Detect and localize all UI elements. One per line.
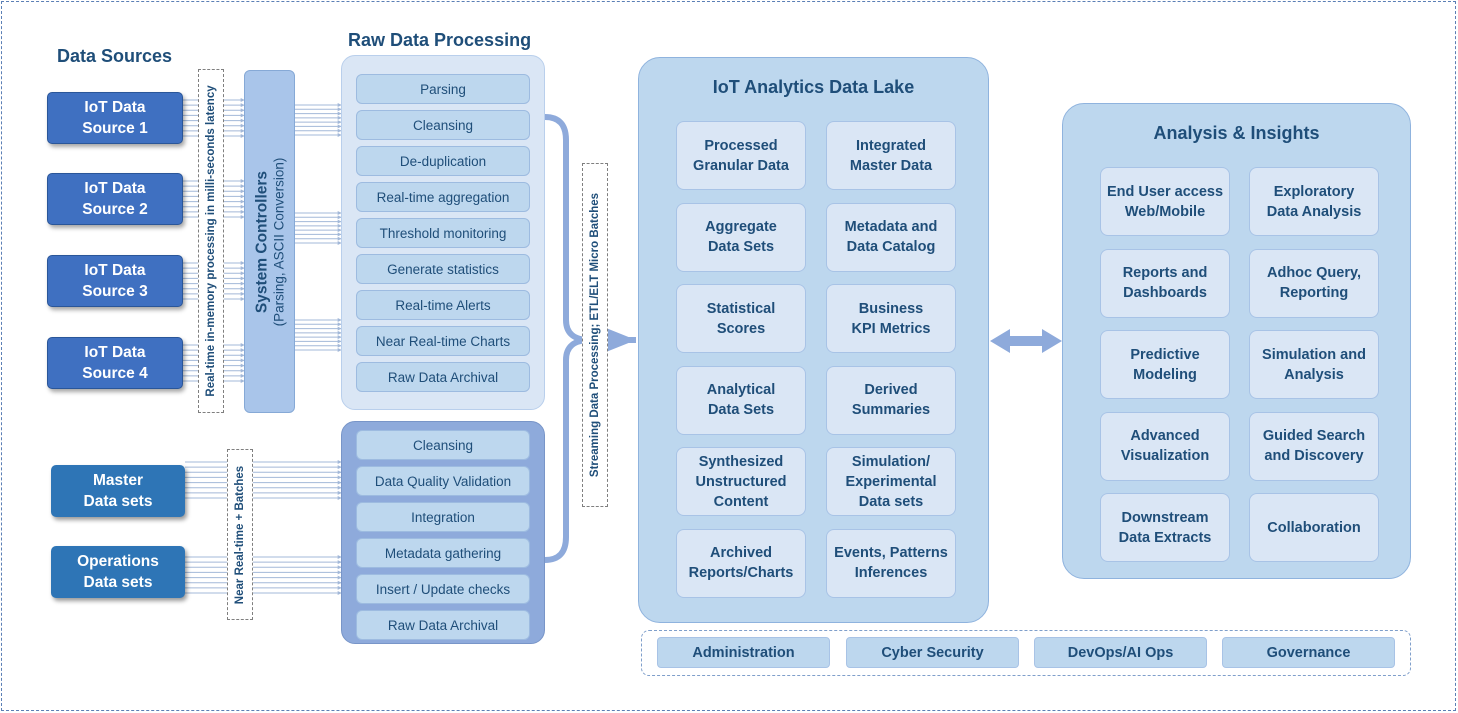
insight-item-card: Reports and Dashboards <box>1100 248 1230 318</box>
lake-insights-double-arrow <box>990 329 1062 353</box>
system-controllers: System Controllers (Parsing, ASCII Conve… <box>244 70 295 413</box>
raw-processing-step: Parsing <box>356 74 530 104</box>
iot-source-4-label: IoT Data Source 4 <box>82 344 148 382</box>
stream-arrow-head <box>606 328 636 352</box>
raw-processing-step: Raw Data Archival <box>356 362 530 392</box>
lake-item-card: Integrated Master Data <box>826 121 956 190</box>
raw-processing-heading: Raw Data Processing <box>348 30 532 50</box>
insight-item-card: Guided Search and Discovery <box>1249 411 1379 481</box>
insight-item-card: Collaboration <box>1249 493 1379 562</box>
batch-processing-step: Cleansing <box>356 430 530 460</box>
operations-data-sets-label: Operations Data sets <box>77 553 159 591</box>
streaming-label: Streaming Data Processing; ETL/ELT Micro… <box>582 163 608 507</box>
insight-item-card: Simulation and Analysis <box>1249 330 1379 399</box>
iot-source-1: IoT Data Source 1 <box>47 92 183 144</box>
lake-item-card: Archived Reports/Charts <box>676 528 806 598</box>
system-controllers-text: System Controllers (Parsing, ASCII Conve… <box>253 157 286 326</box>
lake-item-card: Metadata and Data Catalog <box>826 202 956 272</box>
iot-source-2-label: IoT Data Source 2 <box>82 180 148 218</box>
insight-item-card: End User access Web/Mobile <box>1100 167 1230 236</box>
stream-bracket-bottom <box>544 337 591 563</box>
lake-item-card: Business KPI Metrics <box>826 284 956 353</box>
raw-processing-step: De-duplication <box>356 146 530 176</box>
batch-processing-step: Integration <box>356 502 530 532</box>
lake-item-card: Simulation/ Experimental Data sets <box>826 447 956 516</box>
insight-item-card: Adhoc Query, Reporting <box>1249 248 1379 318</box>
iot-analytics-data-lake: IoT Analytics Data Lake Processed Granul… <box>638 57 989 623</box>
raw-processing-step: Generate statistics <box>356 254 530 284</box>
raw-processing-step: Real-time Alerts <box>356 290 530 320</box>
lake-item-card: Aggregate Data Sets <box>676 202 806 272</box>
operations-data-sets: Operations Data sets <box>51 546 185 598</box>
batch-processing-step: Raw Data Archival <box>356 610 530 640</box>
raw-processing-step: Cleansing <box>356 110 530 140</box>
batch-processing-step: Metadata gathering <box>356 538 530 568</box>
analysis-insights: Analysis & Insights End User access Web/… <box>1062 103 1411 579</box>
batch-processing-step: Data Quality Validation <box>356 466 530 496</box>
master-data-sets-label: Master Data sets <box>83 472 153 510</box>
iot-source-3: IoT Data Source 3 <box>47 255 183 307</box>
lake-item-card: Processed Granular Data <box>676 121 806 190</box>
footer-cyber-security: Cyber Security <box>846 637 1019 668</box>
near-realtime-label: Near Real-time + Batches <box>227 449 253 620</box>
lake-item-card: Statistical Scores <box>676 284 806 353</box>
insight-item-card: Downstream Data Extracts <box>1100 493 1230 562</box>
footer-devops: DevOps/AI Ops <box>1034 637 1207 668</box>
insights-heading: Analysis & Insights <box>1153 123 1320 143</box>
raw-processing-step: Near Real-time Charts <box>356 326 530 356</box>
system-controllers-title: System Controllers <box>253 170 270 313</box>
lake-item-card: Events, Patterns Inferences <box>826 528 956 598</box>
lake-item-card: Synthesized Unstructured Content <box>676 447 806 516</box>
insight-item-card: Exploratory Data Analysis <box>1249 167 1379 236</box>
insight-item-card: Advanced Visualization <box>1100 411 1230 481</box>
realtime-latency-text: Real-time in-memory processing in milli-… <box>205 85 217 397</box>
lake-item-card: Derived Summaries <box>826 365 956 435</box>
footer-container <box>641 630 1411 676</box>
iot-source-4: IoT Data Source 4 <box>47 337 183 389</box>
lake-heading: IoT Analytics Data Lake <box>712 77 915 97</box>
raw-processing-step: Real-time aggregation <box>356 182 530 212</box>
batch-processing-step: Insert / Update checks <box>356 574 530 604</box>
iot-source-2: IoT Data Source 2 <box>47 173 183 225</box>
lake-item-card: Analytical Data Sets <box>676 365 806 435</box>
system-controllers-subtitle: (Parsing, ASCII Conversion) <box>271 157 286 326</box>
insight-item-card: Predictive Modeling <box>1100 330 1230 399</box>
raw-processing-step: Threshold monitoring <box>356 218 530 248</box>
data-sources-heading: Data Sources <box>57 46 173 66</box>
streaming-text: Streaming Data Processing; ETL/ELT Micro… <box>589 192 601 478</box>
iot-source-1-label: IoT Data Source 1 <box>82 99 148 137</box>
near-realtime-text: Near Real-time + Batches <box>234 465 246 604</box>
footer-governance: Governance <box>1222 637 1395 668</box>
realtime-latency-label: Real-time in-memory processing in milli-… <box>198 69 224 413</box>
footer-administration: Administration <box>657 637 830 668</box>
master-data-sets: Master Data sets <box>51 465 185 517</box>
iot-source-3-label: IoT Data Source 3 <box>82 262 148 300</box>
